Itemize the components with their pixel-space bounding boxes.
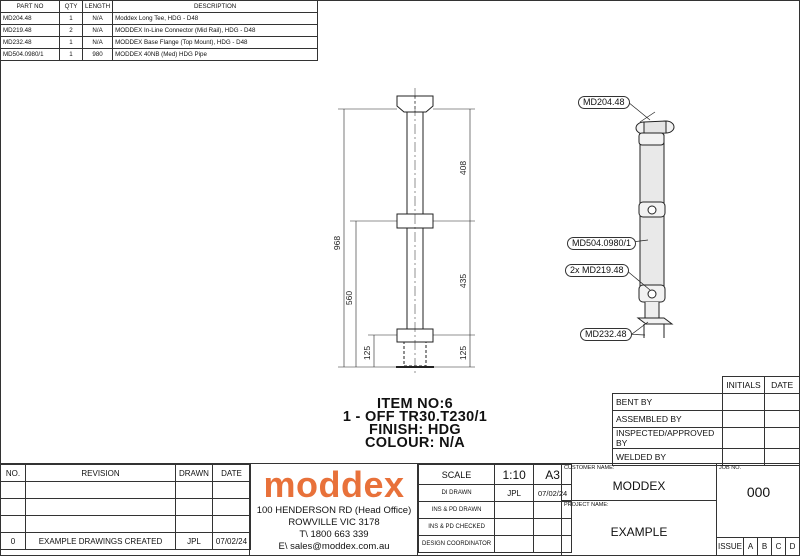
issue-d[interactable]: D — [784, 537, 800, 556]
signoff-label: ASSEMBLED BY — [612, 410, 723, 428]
company-block — [249, 464, 418, 556]
company-email[interactable]: E\ sales@moddex.com.au — [278, 541, 390, 552]
bom-desc: MODDEX In-Line Connector (Mid Rail), HDG… — [112, 24, 319, 37]
signoff-initials[interactable] — [721, 427, 766, 449]
issue-table: ISSUE A B C D — [715, 537, 800, 556]
signoff-label: INSPECTED/APPROVED BY — [612, 427, 723, 449]
date-header: DATE — [764, 376, 800, 394]
rev-header-date: DATE — [211, 464, 252, 482]
callout-md204: MD204.48 — [578, 96, 630, 109]
issue-label: ISSUE — [715, 537, 745, 556]
issue-b[interactable]: B — [757, 537, 772, 556]
address-line-2: ROWVILLE VIC 3178 — [288, 517, 380, 528]
bom-length: N/A — [81, 24, 114, 37]
iso-base-flange — [636, 317, 674, 325]
bom-qty: 1 — [59, 36, 83, 49]
bom-part: MD219.48 — [0, 24, 60, 37]
rev-drawn: JPL — [175, 532, 213, 550]
item-title-block: ITEM NO:6 1 - OFF TR30.T230/1 FINISH: HD… — [310, 396, 520, 451]
bom-part: MD232.48 — [0, 36, 60, 49]
bom-qty: 1 — [59, 48, 83, 61]
bom-length: N/A — [81, 12, 114, 25]
bom-header-qty: QTY — [59, 0, 83, 13]
signoff-table: INITIALS DATE BENT BY ASSEMBLED BY INSPE… — [612, 376, 800, 466]
bom-part: MD504.0980/1 — [0, 48, 60, 61]
bill-of-materials: PART NO QTY LENGTH DESCRIPTION MD204.48 … — [0, 0, 319, 61]
dim-base-right: 125 — [458, 346, 468, 360]
dim-base-left: 125 — [362, 346, 372, 360]
dim-top: 408 — [458, 161, 468, 175]
bom-header-length: LENGTH — [81, 0, 114, 13]
signoff-label: BENT BY — [612, 393, 723, 411]
tee-fitting — [396, 95, 434, 113]
item-quantity: 1 - OFF TR30.T230/1 — [342, 409, 488, 425]
company-address: 100 HENDERSON RD (Head Office) ROWVILLE … — [251, 505, 417, 553]
rev-header-drawn: DRAWN — [175, 464, 213, 482]
item-colour: COLOUR: N/A — [365, 435, 465, 451]
rev-header-revision: REVISION — [25, 464, 176, 482]
revision-table: NO. REVISION DRAWN DATE 0 EXAMPLE DRAWIN… — [0, 464, 252, 550]
address-line-1: 100 HENDERSON RD (Head Office) — [256, 505, 412, 516]
scale-value: 1:10 — [494, 464, 535, 485]
callout-md504: MD504.0980/1 — [567, 237, 637, 250]
front-elevation-drawing: 968 560 125 408 435 125 — [332, 88, 475, 376]
bom-row: MD219.48 2 N/A MODDEX In-Line Connector … — [0, 24, 319, 37]
initials-header: INITIALS — [721, 376, 766, 394]
isometric-view — [624, 101, 675, 338]
bom-length: 980 — [81, 48, 114, 61]
signoff-date[interactable] — [764, 393, 800, 411]
dim-lower-left: 560 — [344, 291, 354, 305]
bom-desc: MODDEX 40NB (Med) HDG Pipe — [112, 48, 319, 61]
signoff-date[interactable] — [764, 427, 800, 449]
bom-row: MD232.48 1 N/A MODDEX Base Flange (Top M… — [0, 36, 319, 49]
company-phone: T\ 1800 663 339 — [299, 529, 369, 540]
bom-qty: 2 — [59, 24, 83, 37]
bom-qty: 1 — [59, 12, 83, 25]
rev-date: 07/02/24 — [211, 532, 252, 550]
bom-header-part: PART NO — [0, 0, 60, 13]
signoff-label: WELDED BY — [612, 448, 723, 466]
customer-name: MODDEX — [612, 479, 666, 493]
bom-row: MD504.0980/1 1 980 MODDEX 40NB (Med) HDG… — [0, 48, 319, 61]
scale-block: SCALE 1:10 A3 DI DRAWN JPL 07/02/24 INS … — [417, 464, 573, 553]
bom-length: N/A — [81, 36, 114, 49]
di-drawn-label: DI DRAWN — [417, 484, 496, 502]
signoff-initials[interactable] — [721, 410, 766, 428]
company-logo: moddex — [263, 464, 405, 505]
bom-header-description: DESCRIPTION — [112, 0, 319, 13]
issue-a[interactable]: A — [743, 537, 758, 556]
job-number: 000 — [746, 484, 771, 500]
rev-no: 0 — [0, 532, 26, 550]
rev-description: EXAMPLE DRAWINGS CREATED — [25, 532, 176, 550]
bom-desc: MODDEX Base Flange (Top Mount), HDG - D4… — [112, 36, 319, 49]
title-block-frame — [0, 463, 800, 556]
ins-pd-drawn-label: INS & PD DRAWN — [417, 501, 496, 519]
design-coordinator-label: DESIGN COORDINATOR — [417, 535, 496, 553]
issue-c[interactable]: C — [770, 537, 786, 556]
rev-header-no: NO. — [0, 464, 26, 482]
callout-md219: 2x MD219.48 — [565, 264, 629, 277]
dim-overall: 968 — [332, 236, 342, 250]
revision-row: 0 EXAMPLE DRAWINGS CREATED JPL 07/02/24 — [0, 532, 252, 550]
item-number: ITEM NO:6 — [376, 396, 453, 412]
bom-desc: Moddex Long Tee, HDG - D48 — [112, 12, 319, 25]
customer-block — [561, 464, 717, 556]
project-name-label: PROJECT NAME: — [564, 502, 609, 508]
job-number-label: JOB NO. — [719, 465, 742, 471]
signoff-date[interactable] — [764, 410, 800, 428]
customer-name-label: CUSTOMER NAME: — [564, 465, 615, 471]
bom-part: MD204.48 — [0, 12, 60, 25]
bom-row: MD204.48 1 N/A Moddex Long Tee, HDG - D4… — [0, 12, 319, 25]
signoff-date[interactable] — [764, 448, 800, 466]
callout-md232: MD232.48 — [580, 328, 632, 341]
signoff-initials[interactable] — [721, 393, 766, 411]
scale-label: SCALE — [417, 464, 496, 485]
ins-pd-checked-label: INS & PD CHECKED — [417, 518, 496, 536]
item-finish: FINISH: HDG — [369, 422, 461, 438]
project-name: EXAMPLE — [610, 525, 668, 539]
dim-mid: 435 — [458, 274, 468, 288]
di-drawn-by: JPL — [494, 484, 535, 502]
